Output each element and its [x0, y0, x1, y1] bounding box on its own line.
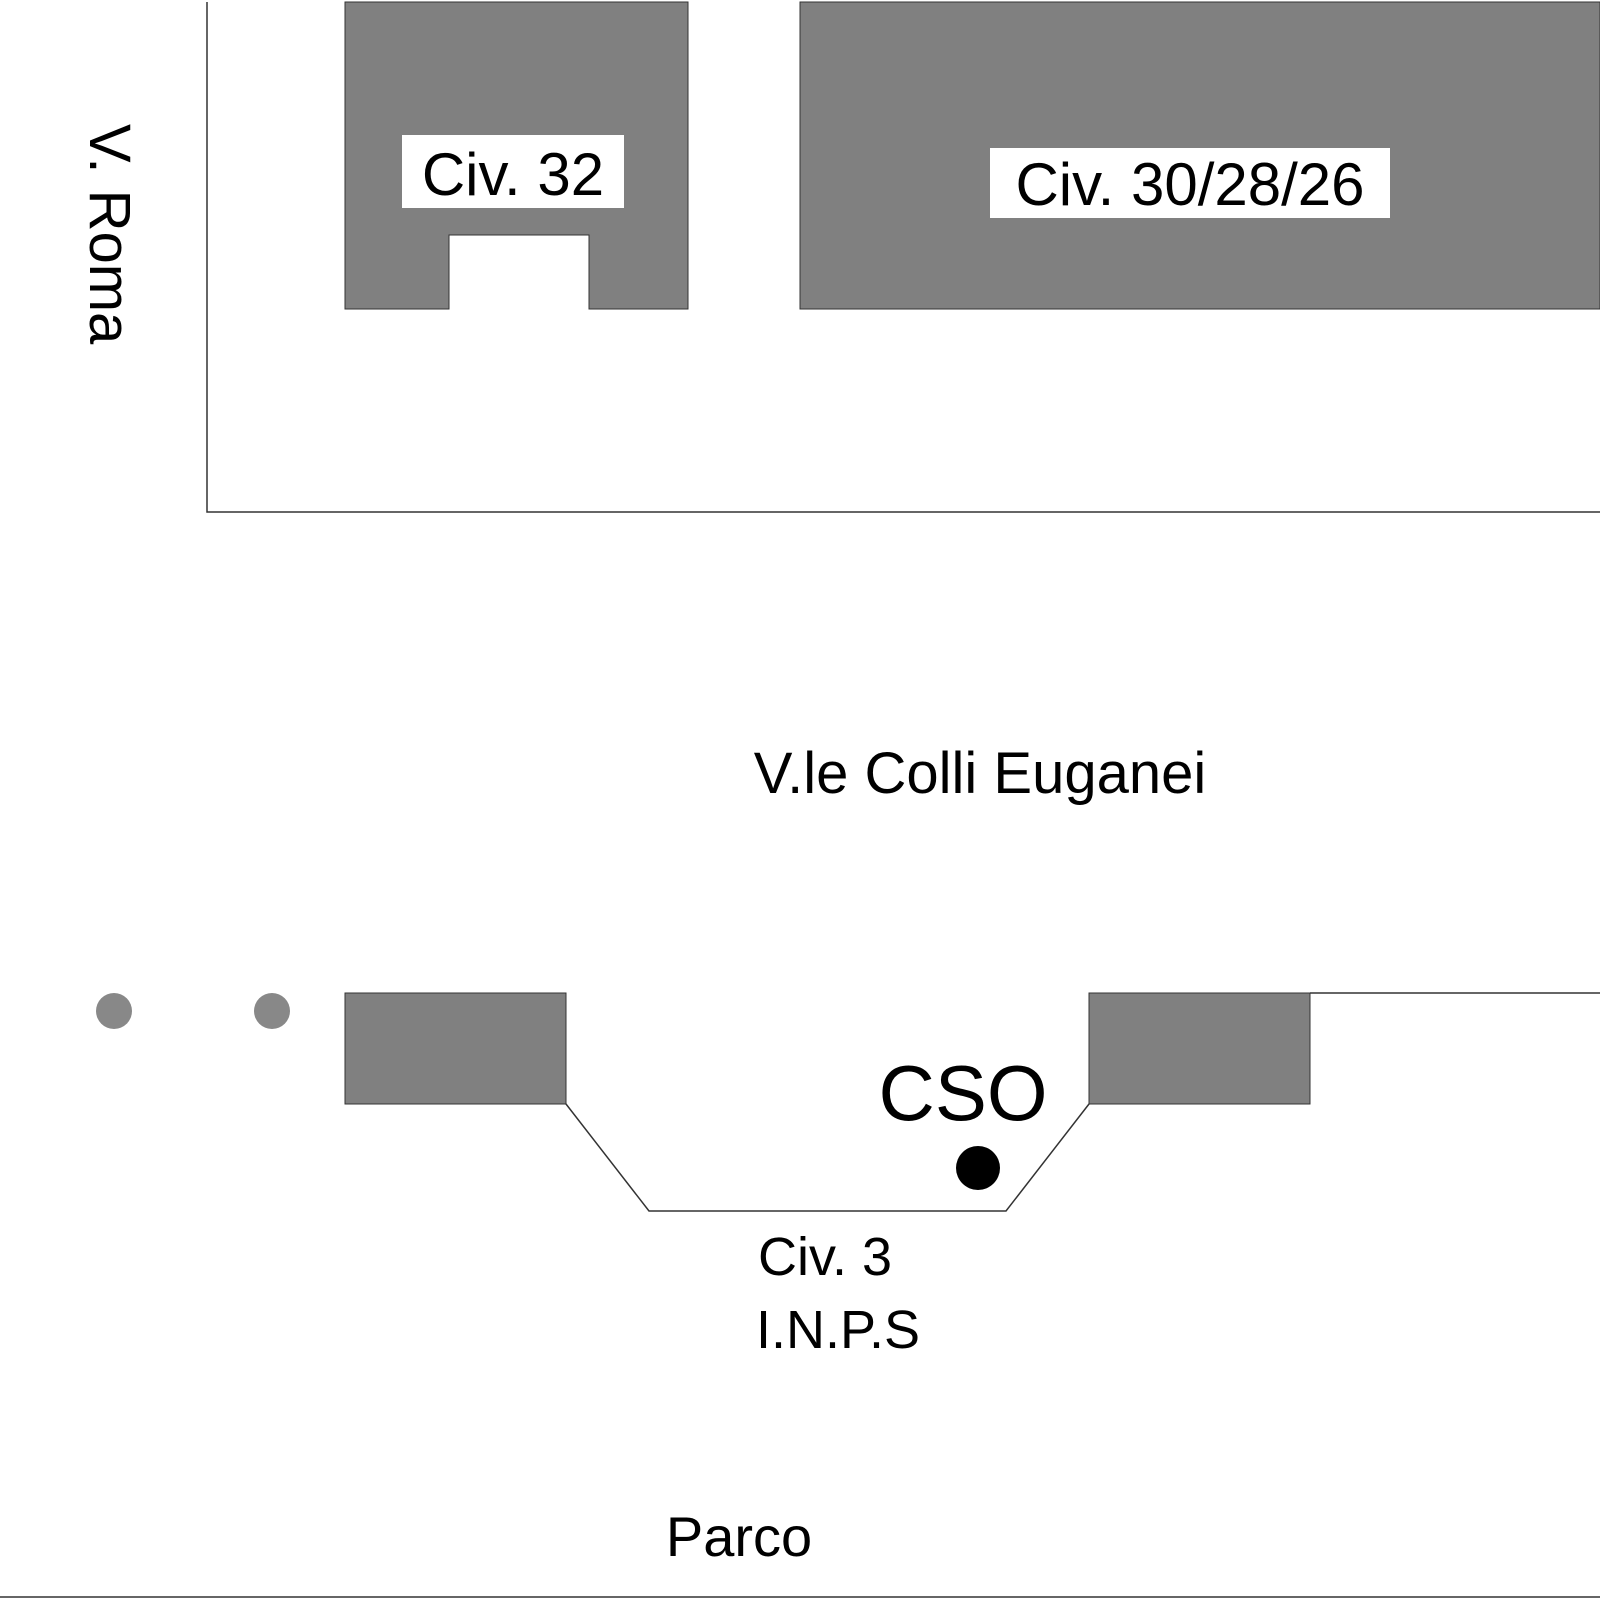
building-label-civ3: Civ. 3: [758, 1227, 892, 1287]
label-box-civ30-28-26: [990, 148, 1390, 218]
street-label-via-roma: V. Roma: [77, 124, 142, 345]
bollard-right: [254, 993, 290, 1029]
building-label-civ30-28-26: Civ. 30/28/26: [1015, 151, 1364, 218]
bollard-left: [96, 993, 132, 1029]
building-label-inps: I.N.P.S: [756, 1300, 920, 1360]
upper-block-outline: [206, 2, 1600, 513]
filled-circle-icon: [956, 1146, 1000, 1190]
area-label-parco: Parco: [666, 1505, 812, 1568]
civ3-plot-outline: [565, 1103, 1090, 1212]
building-lower-left: [344, 992, 567, 1105]
street-label-colli-euganei: V.le Colli Euganei: [754, 741, 1207, 806]
building-lower-right: [1088, 992, 1311, 1105]
label-box-civ32: [402, 135, 624, 208]
marker-label-cso: CSO: [878, 1049, 1047, 1137]
building-label-civ32: Civ. 32: [422, 141, 604, 208]
